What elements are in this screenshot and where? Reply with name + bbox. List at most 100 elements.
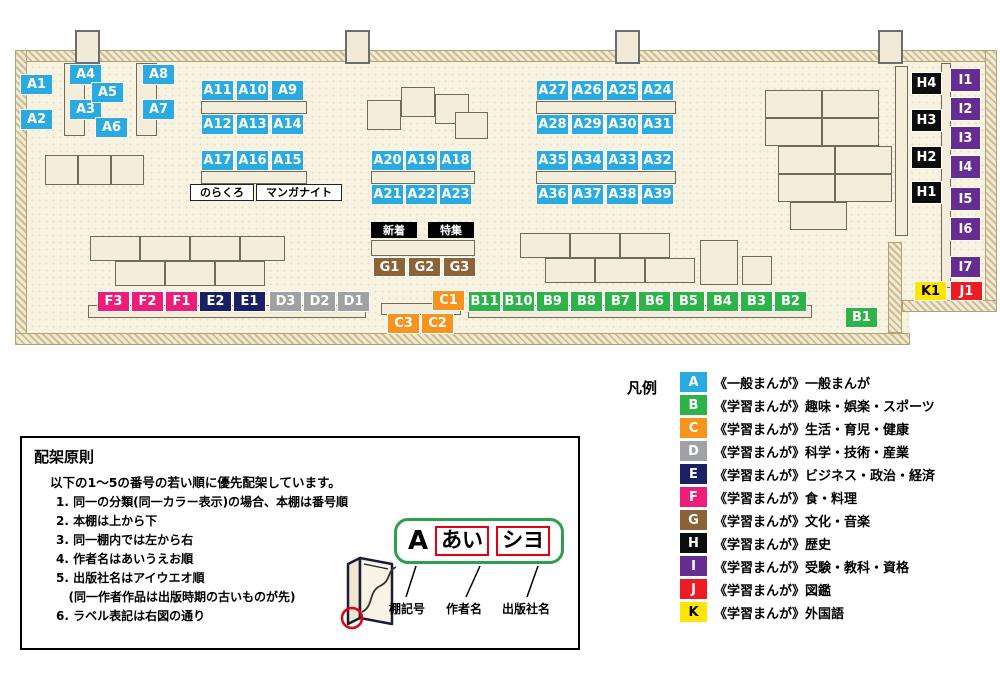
map-tag-G3: G3	[443, 257, 476, 277]
map-tag-A13: A13	[236, 114, 269, 135]
legend-swatch: B	[680, 395, 707, 415]
shelf-block	[78, 155, 111, 185]
wall-segment	[985, 50, 997, 308]
legend-swatch: C	[680, 418, 707, 438]
map-tag-G1: G1	[373, 257, 406, 277]
map-tag-A17: A17	[201, 150, 234, 171]
legend-label: 《学習まんが》生活・育児・健康	[714, 422, 910, 438]
legend-swatch: E	[680, 464, 707, 484]
legend-label: 《学習まんが》科学・技術・産業	[714, 445, 910, 461]
legend-item-I: I《学習まんが》受験・教科・資格	[680, 556, 935, 576]
shelf-block	[201, 171, 307, 184]
map-tag-D1: D1	[337, 291, 370, 312]
legend-item-F: F《学習まんが》食・料理	[680, 487, 935, 507]
map-tag-B10: B10	[502, 291, 535, 312]
shelf-block	[620, 233, 670, 258]
legend-title: 凡例	[627, 379, 658, 397]
map-tag-B5: B5	[672, 291, 705, 312]
shelf-block	[401, 87, 435, 117]
pillar	[878, 30, 903, 64]
map-tag-J1: J1	[950, 281, 983, 301]
caption-author: 作者名	[446, 602, 483, 616]
map-tag-A35: A35	[536, 150, 569, 171]
shelving-principles-panel: 配架原則 以下の1〜5の番号の若い順に優先配架しています。 1. 同一の分類(同…	[20, 436, 580, 650]
legend-swatch: F	[680, 487, 707, 507]
map-tag-H4: H4	[911, 72, 942, 95]
map-sign: 新着	[371, 222, 417, 238]
shelf-block	[835, 146, 892, 174]
map-tag-D2: D2	[303, 291, 336, 312]
map-tag-A33: A33	[606, 150, 639, 171]
principle-item: 1. 同一の分類(同一カラー表示)の場合、本棚は番号順	[56, 495, 349, 509]
panel-intro: 以下の1〜5の番号の若い順に優先配架しています。	[50, 475, 341, 490]
legend-item-K: K《学習まんが》外国語	[680, 602, 935, 622]
wall-segment	[902, 300, 997, 312]
legend-swatch: A	[680, 372, 707, 392]
label-example-box: A あい シヨ	[394, 518, 564, 564]
map-tag-A4: A4	[69, 64, 102, 85]
legend-item-C: C 《学習まんが》生活・育児・健康	[680, 418, 935, 438]
map-tag-B9: B9	[536, 291, 569, 312]
shelf-block	[778, 174, 835, 202]
map-tag-F3: F3	[97, 291, 130, 312]
shelf-block	[371, 240, 475, 256]
map-tag-B11: B11	[468, 291, 501, 312]
shelf-block	[822, 118, 879, 146]
map-tag-A5: A5	[91, 82, 124, 103]
map-tag-A32: A32	[641, 150, 674, 171]
legend-label: 《学習まんが》受験・教科・資格	[714, 560, 910, 576]
panel-title: 配架原則	[34, 448, 95, 466]
map-tag-B3: B3	[740, 291, 773, 312]
shelf-block	[895, 66, 908, 236]
legend-swatch: H	[680, 533, 707, 553]
map-tag-I2: I2	[950, 97, 981, 121]
shelf-block	[595, 258, 645, 283]
shelf-block	[190, 236, 240, 261]
map-tag-A7: A7	[142, 99, 175, 120]
map-tag-A2: A2	[20, 109, 53, 130]
label-illustration: A あい シヨ 棚記号 作者名 出版社名	[334, 518, 579, 648]
shelf-block	[700, 240, 738, 285]
legend-item-G: G 《学習まんが》文化・音楽	[680, 510, 935, 530]
legend-label: 《学習まんが》文化・音楽	[714, 514, 871, 530]
shelf-block	[545, 258, 595, 283]
pillar	[345, 30, 370, 64]
map-tag-H1: H1	[911, 181, 942, 204]
map-tag-A23: A23	[439, 184, 472, 205]
map-tag-F1: F1	[165, 291, 198, 312]
map-tag-B6: B6	[638, 291, 671, 312]
map-tag-A30: A30	[606, 114, 639, 135]
map-tag-B8: B8	[570, 291, 603, 312]
map-tag-A1: A1	[20, 74, 53, 95]
legend-swatch: K	[680, 602, 707, 622]
legend-swatch: G	[680, 510, 707, 530]
shelf-block	[165, 261, 215, 286]
map-tag-A10: A10	[236, 80, 269, 101]
map-tag-A28: A28	[536, 114, 569, 135]
map-tag-D3: D3	[269, 291, 302, 312]
map-tag-E2: E2	[199, 291, 232, 312]
map-tag-A15: A15	[271, 150, 304, 171]
shelf-block	[90, 236, 140, 261]
shelf-block	[240, 236, 285, 261]
legend-label: 《一般まんが》一般まんが	[714, 376, 871, 392]
map-tag-A22: A22	[405, 184, 438, 205]
shelf-block	[371, 171, 475, 184]
map-sign: 特集	[428, 222, 474, 238]
book-icon	[340, 556, 539, 630]
shelf-block	[215, 261, 265, 286]
legend-item-D: D《学習まんが》科学・技術・産業	[680, 441, 935, 461]
map-tag-A12: A12	[201, 114, 234, 135]
legend-item-H: H《学習まんが》歴史	[680, 533, 935, 553]
map-sign: のらくろ	[190, 184, 254, 201]
map-tag-I6: I6	[950, 217, 981, 241]
label-publisher: シヨ	[496, 526, 551, 556]
principle-item: 3. 同一棚内では左から右	[56, 533, 194, 547]
map-tag-A14: A14	[271, 114, 304, 135]
shelf-block	[140, 236, 190, 261]
pillar	[615, 30, 640, 64]
